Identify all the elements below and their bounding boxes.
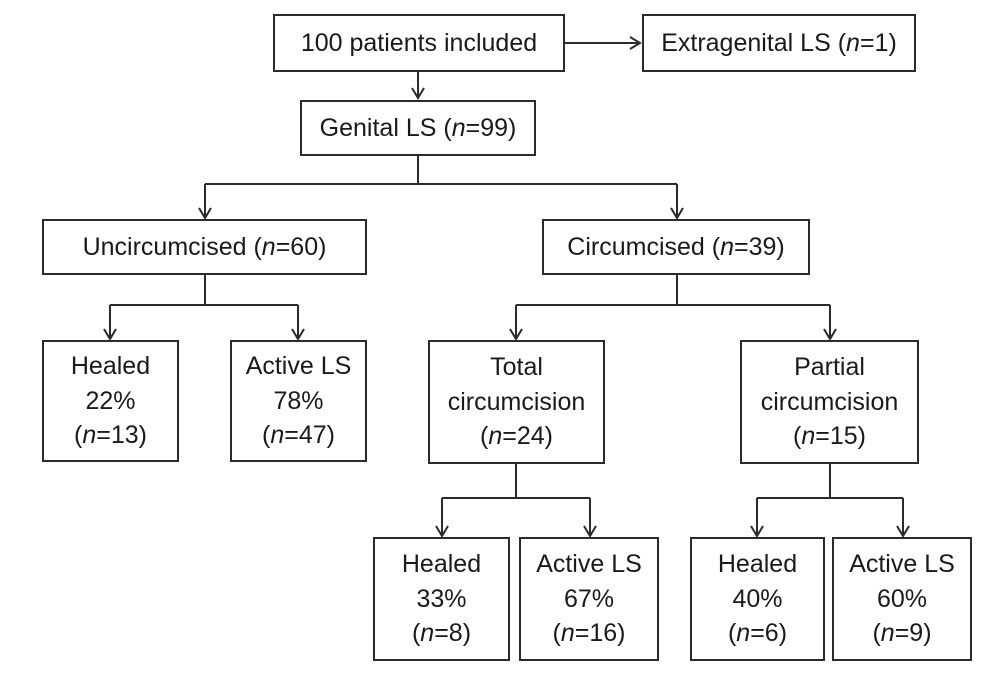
node-title: Active LS xyxy=(849,550,955,579)
node-total-healed: Healed 33% (n=8) xyxy=(373,537,510,661)
node-patients-included: 100 patients included xyxy=(273,14,565,72)
node-subtitle: circumcision xyxy=(760,387,899,416)
node-title: Total xyxy=(490,353,543,382)
n-symbol: n xyxy=(720,232,734,261)
node-title: Healed xyxy=(717,550,798,579)
node-uncirc-active: Active LS 78% (n=47) xyxy=(230,340,367,462)
n-value: =8) xyxy=(434,619,472,648)
n-symbol: n xyxy=(880,619,895,648)
n-value: =47) xyxy=(284,421,335,450)
n-symbol: n xyxy=(270,421,285,450)
n-value: =6) xyxy=(750,619,788,648)
node-label: Genital LS ( xyxy=(319,113,452,142)
node-percent: 60% xyxy=(876,584,928,613)
n-symbol: n xyxy=(736,619,751,648)
n-value: =9) xyxy=(894,619,932,648)
node-label: Uncircumcised ( xyxy=(82,232,262,261)
n-value: =13) xyxy=(96,421,147,450)
n-symbol: n xyxy=(420,619,435,648)
node-circumcised: Circumcised (n=39) xyxy=(542,219,810,275)
n-value: =60) xyxy=(275,232,327,261)
node-title: Healed xyxy=(70,352,151,381)
node-label: Circumcised ( xyxy=(567,232,721,261)
n-value: =24) xyxy=(502,422,553,451)
node-uncirc-healed: Healed 22% (n=13) xyxy=(42,340,179,462)
node-label: Extragenital LS ( xyxy=(661,28,847,57)
node-total-circumcision: Total circumcision (n=24) xyxy=(428,340,605,464)
n-symbol: n xyxy=(488,422,503,451)
node-percent: 67% xyxy=(563,584,615,613)
n-value: =1) xyxy=(859,28,897,57)
node-title: Active LS xyxy=(245,352,352,381)
node-uncircumcised: Uncircumcised (n=60) xyxy=(42,219,367,275)
n-symbol: n xyxy=(261,232,276,261)
node-extragenital-ls: Extragenital LS (n=1) xyxy=(642,14,916,72)
n-symbol: n xyxy=(560,619,575,648)
n-value: =15) xyxy=(815,422,866,451)
n-value: =99) xyxy=(465,113,517,142)
node-title: Partial xyxy=(794,353,865,382)
node-title: Active LS xyxy=(536,550,642,579)
n-value: =16) xyxy=(574,619,626,648)
node-total-active: Active LS 67% (n=16) xyxy=(519,537,659,661)
node-genital-ls: Genital LS (n=99) xyxy=(300,100,536,156)
node-percent: 78% xyxy=(273,386,324,415)
node-partial-healed: Healed 40% (n=6) xyxy=(690,537,825,661)
n-symbol: n xyxy=(846,28,860,57)
node-partial-active: Active LS 60% (n=9) xyxy=(832,537,972,661)
node-subtitle: circumcision xyxy=(447,387,586,416)
n-symbol: n xyxy=(82,421,97,450)
n-value: =39) xyxy=(733,232,785,261)
node-label: 100 patients included xyxy=(300,28,538,57)
node-percent: 40% xyxy=(732,584,783,613)
node-partial-circumcision: Partial circumcision (n=15) xyxy=(740,340,919,464)
node-percent: 22% xyxy=(85,386,136,415)
n-symbol: n xyxy=(451,113,466,142)
node-title: Healed xyxy=(401,550,482,579)
node-percent: 33% xyxy=(416,584,467,613)
n-symbol: n xyxy=(801,422,816,451)
